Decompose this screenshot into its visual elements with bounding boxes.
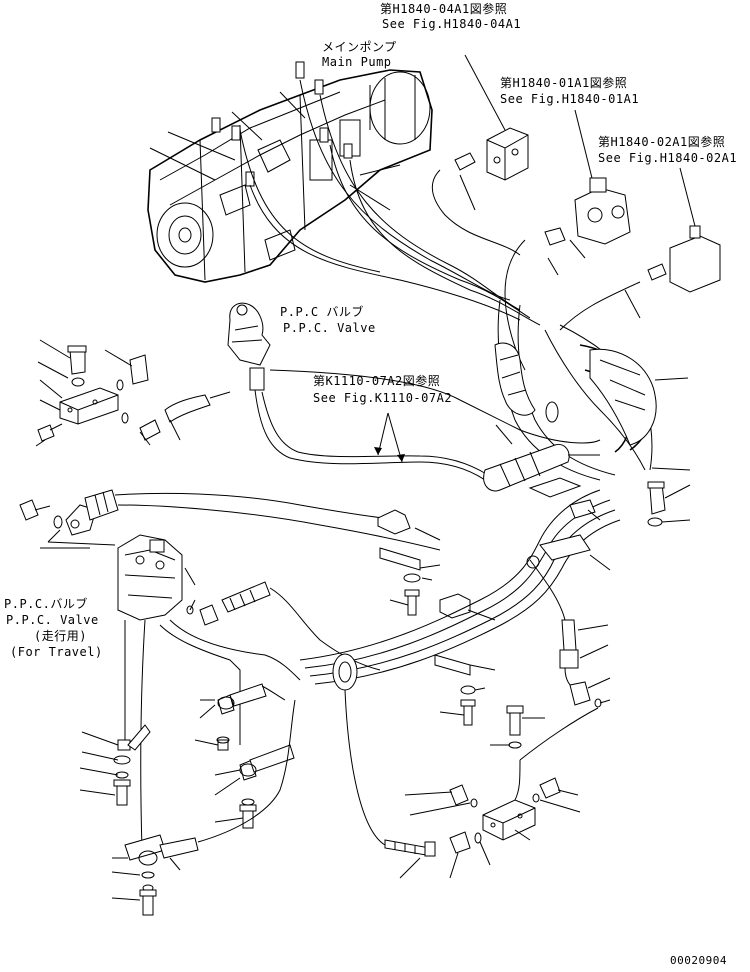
- travel-label-en: (For Travel): [10, 645, 103, 659]
- travel-label-jp: (走行用): [34, 629, 87, 643]
- pump-leaders: [149, 91, 401, 211]
- main-pump-label-jp: メインポンプ: [322, 40, 397, 54]
- ref-label-k1110-07a2-jp: 第K1110-07A2図参照: [313, 374, 441, 388]
- valve-h1840-02a1: [559, 167, 721, 331]
- clamps-center: [377, 509, 496, 726]
- main-pump-assembly: [147, 61, 433, 283]
- upper-right-leader: [651, 467, 691, 471]
- ref-label-h1840-01a1-jp: 第H1840-01A1図参照: [500, 76, 628, 90]
- ppc-valve-upper: [227, 302, 601, 481]
- ppc-valve-label-jp: P.P.C バルブ: [280, 305, 364, 319]
- ppc-travel-label-en: P.P.C. Valve: [6, 613, 99, 627]
- lower-left-fittings: [79, 619, 301, 916]
- right-fittings: [529, 481, 691, 708]
- ref-label-h1840-01a1-en: See Fig.H1840-01A1: [500, 92, 640, 106]
- hose-cylinder: [483, 424, 600, 492]
- ref-label-h1840-04a1-en: See Fig.H1840-04A1: [382, 17, 522, 31]
- main-pump-label-en: Main Pump: [322, 55, 392, 69]
- pump-hoses: [239, 79, 541, 326]
- ref-arrows-k1110: [374, 412, 405, 463]
- ref-label-h1840-02a1-en: See Fig.H1840-02A1: [598, 151, 738, 165]
- ref-label-h1840-04a1-jp: 第H1840-04A1図参照: [380, 2, 508, 16]
- valve-h1840-04a1: [431, 54, 529, 256]
- ref-label-k1110-07a2-en: See Fig.K1110-07A2: [313, 391, 453, 405]
- ppc-valve-label-en: P.P.C. Valve: [283, 321, 376, 335]
- left-fittings-block: [35, 339, 231, 447]
- ppc-travel-label-jp: P.P.C.バルブ: [4, 597, 88, 611]
- ppc-travel-valve: [19, 489, 441, 671]
- ref-label-h1840-02a1-jp: 第H1840-02A1図参照: [598, 135, 726, 149]
- lower-right-block: [344, 689, 599, 879]
- valve-h1840-01a1: [504, 109, 631, 371]
- hose-bundle: [494, 299, 689, 481]
- drawing-number: 00020904: [670, 954, 727, 967]
- center-tube-lines: [299, 477, 621, 691]
